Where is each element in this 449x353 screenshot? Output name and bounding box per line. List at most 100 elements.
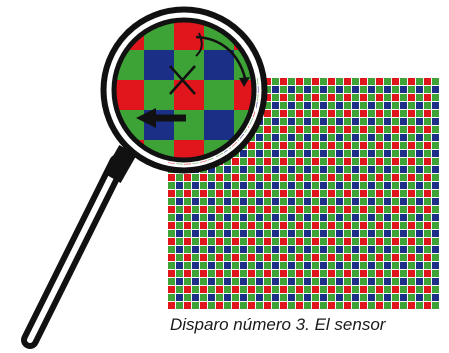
sensor-pixel-green [248,150,255,157]
sensor-pixel-blue [288,198,295,205]
sensor-pixel-green [280,214,287,221]
sensor-pixel-green [280,230,287,237]
sensor-pixel-green [304,254,311,261]
sensor-pixel-red [248,142,255,149]
sensor-pixel-green [264,86,271,93]
sensor-pixel-blue [400,150,407,157]
sensor-pixel-blue [416,134,423,141]
sensor-pixel-blue [352,278,359,285]
sensor-pixel-green [408,198,415,205]
sensor-pixel-green [256,302,263,309]
sensor-pixel-green [272,126,279,133]
sensor-pixel-green [248,214,255,221]
sensor-pixel-blue [272,294,279,301]
sensor-pixel-red [312,302,319,309]
sensor-pixel-green [240,270,247,277]
sensor-pixel-blue [208,230,215,237]
sensor-pixel-blue [288,182,295,189]
sensor-pixel-green [416,190,423,197]
sensor-pixel-green [352,286,359,293]
sensor-pixel-blue [432,294,439,301]
sensor-pixel-red [248,190,255,197]
sensor-pixel-red [248,286,255,293]
sensor-pixel-green [320,302,327,309]
sensor-pixel-green [368,238,375,245]
sensor-pixel-blue [288,134,295,141]
sensor-pixel-green [256,174,263,181]
sensor-pixel-red [200,158,207,165]
sensor-pixel-green [432,254,439,261]
sensor-pixel-green [368,270,375,277]
sensor-pixel-green [352,110,359,117]
sensor-pixel-green [320,158,327,165]
sensor-pixel-red [424,158,431,165]
sensor-pixel-green [264,246,271,253]
sensor-pixel-blue [272,246,279,253]
sensor-pixel-red [392,238,399,245]
sensor-pixel-green [288,174,295,181]
sensor-pixel-red [232,302,239,309]
sensor-pixel-green [424,102,431,109]
sensor-pixel-blue [288,214,295,221]
sensor-pixel-green [360,166,367,173]
sensor-pixel-green [328,246,335,253]
sensor-pixel-blue [320,150,327,157]
sensor-pixel-green [320,286,327,293]
sensor-pixel-green [272,270,279,277]
sensor-pixel-red [264,174,271,181]
sensor-pixel-green [192,270,199,277]
sensor-pixel-green [432,78,439,85]
sensor-pixel-green [336,94,343,101]
sensor-pixel-green [312,262,319,269]
sensor-pixel-green [432,302,439,309]
sensor-pixel-blue [272,278,279,285]
sensor-pixel-red [328,270,335,277]
sensor-pixel-green [408,214,415,221]
sensor-pixel-blue [368,166,375,173]
sensor-pixel-green [248,230,255,237]
sensor-pixel-red [264,78,271,85]
sensor-pixel-green [368,126,375,133]
sensor-pixel-green [400,302,407,309]
sensor-pixel-green [176,190,183,197]
sensor-pixel-green [400,142,407,149]
sensor-pixel-blue [304,198,311,205]
sensor-pixel-green [168,278,175,285]
sensor-pixel-green [224,206,231,213]
sensor-pixel-blue [224,230,231,237]
sensor-pixel-red [184,222,191,229]
sensor-pixel-blue [304,102,311,109]
sensor-pixel-green [200,262,207,269]
sensor-pixel-red [312,222,319,229]
sensor-pixel-blue [384,134,391,141]
sensor-pixel-red [168,254,175,261]
sensor-pixel-green [288,190,295,197]
sensor-pixel-blue [432,278,439,285]
sensor-pixel-green [240,286,247,293]
sensor-pixel-green [336,222,343,229]
sensor-pixel-green [288,238,295,245]
sensor-pixel-green [384,286,391,293]
sensor-pixel-blue [352,134,359,141]
sensor-pixel-green [312,278,319,285]
sensor-pixel-red [376,110,383,117]
sensor-pixel-green [312,182,319,189]
sensor-pixel-blue [304,118,311,125]
sensor-pixel-green [376,230,383,237]
sensor-pixel-blue [336,166,343,173]
sensor-pixel-green [272,238,279,245]
sensor-pixel-green [416,270,423,277]
sensor-pixel-blue [224,166,231,173]
sensor-pixel-red [296,238,303,245]
sensor-pixel-red [360,206,367,213]
sensor-pixel-green [296,182,303,189]
sensor-pixel-blue [368,246,375,253]
sensor-pixel-red [392,206,399,213]
sensor-pixel-green [296,230,303,237]
sensor-pixel-red [392,94,399,101]
sensor-pixel-green [328,166,335,173]
sensor-pixel-red [360,142,367,149]
sensor-pixel-green [256,158,263,165]
sensor-pixel-green [264,214,271,221]
sensor-pixel-green [320,238,327,245]
